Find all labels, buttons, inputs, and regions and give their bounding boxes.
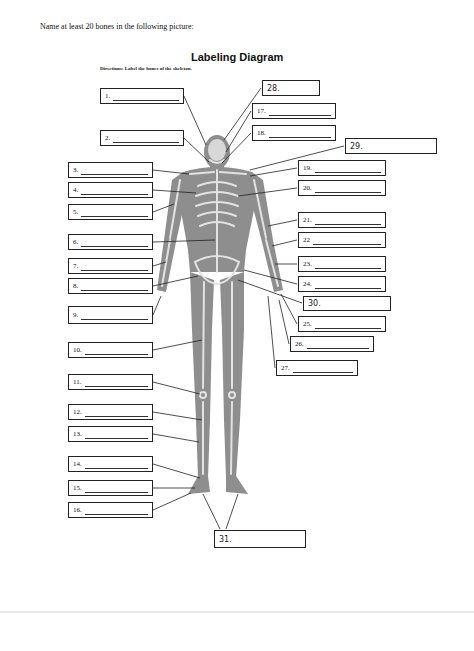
answer-line — [81, 166, 148, 175]
answer-line — [81, 262, 148, 271]
callout-number: 5. — [73, 208, 78, 216]
answer-line — [81, 208, 148, 217]
answer-line — [315, 320, 381, 329]
answer-line — [113, 92, 179, 101]
answer-line — [315, 164, 381, 173]
answer-line — [85, 346, 148, 355]
callout-number: 15. — [73, 484, 82, 492]
answer-box: 25. — [298, 316, 386, 332]
callout-number: 22 — [303, 236, 310, 244]
callout-number: 3. — [73, 166, 78, 174]
answer-box: 14. — [68, 456, 153, 472]
callout-number: 27. — [281, 364, 290, 372]
answer-box: 2. — [100, 130, 184, 146]
callout-number: 1. — [105, 92, 110, 100]
answer-box: 10. — [68, 342, 153, 358]
answer-box: 17. — [252, 103, 336, 119]
answer-box: 31. — [214, 530, 306, 548]
answer-line — [81, 282, 148, 291]
answer-line — [85, 430, 148, 439]
answer-line — [315, 184, 381, 193]
answer-box: 23. — [298, 256, 386, 272]
callout-number: 20. — [303, 184, 312, 192]
answer-box: 6. — [68, 234, 153, 250]
callout-number: 24. — [303, 280, 312, 288]
callout-number: 23. — [303, 260, 312, 268]
callout-number: 19. — [303, 164, 312, 172]
answer-line — [269, 107, 331, 116]
callout-number: 9. — [73, 311, 78, 319]
callout-number: 13. — [73, 430, 82, 438]
callout-number: 29. — [350, 142, 363, 151]
answer-line — [293, 364, 353, 373]
answer-box: 5. — [68, 204, 153, 220]
answer-box: 26. — [290, 336, 374, 352]
answer-box: 8. — [68, 278, 153, 294]
answer-box: 24. — [298, 276, 386, 292]
answer-line — [85, 506, 148, 515]
callout-number: 17. — [257, 107, 266, 115]
answer-line — [85, 460, 148, 469]
directions-text: Directions: Label the bones of the skele… — [100, 66, 192, 71]
answer-line — [81, 186, 148, 195]
callout-number: 26. — [295, 340, 304, 348]
answer-box: 4. — [68, 182, 153, 198]
callout-number: 14. — [73, 460, 82, 468]
answer-box: 3. — [68, 162, 153, 178]
callout-number: 4. — [73, 186, 78, 194]
callout-number: 10. — [73, 346, 82, 354]
answer-line — [85, 408, 148, 417]
answer-line — [113, 134, 179, 143]
callout-number: 7. — [73, 262, 78, 270]
answer-box: 12. — [68, 404, 153, 420]
answer-box: 19. — [298, 160, 386, 176]
answer-box: 30. — [303, 296, 391, 311]
answer-box: 9. — [68, 306, 153, 324]
answer-box: 27. — [276, 360, 358, 376]
answer-box: 13. — [68, 426, 153, 442]
answer-box: 20. — [298, 180, 386, 196]
answer-box: 7. — [68, 258, 153, 274]
callout-number: 2. — [105, 134, 110, 142]
callout-number: 18. — [257, 129, 266, 137]
answer-box: 28. — [262, 80, 320, 96]
answer-line — [315, 280, 381, 289]
answer-box: 15. — [68, 480, 153, 496]
callout-number: 31. — [219, 535, 232, 544]
instruction-text: Name at least 20 bones in the following … — [40, 22, 194, 31]
answer-box: 16. — [68, 502, 153, 518]
answer-line — [269, 129, 331, 138]
answer-line — [85, 378, 149, 387]
answer-line — [307, 340, 369, 349]
answer-box: 21. — [298, 212, 386, 228]
callout-number: 16. — [73, 506, 82, 514]
callout-number: 8. — [73, 282, 78, 290]
callout-number: 30. — [308, 299, 321, 308]
answer-box: 22 — [298, 232, 386, 248]
answer-box: 11. — [68, 374, 153, 390]
diagram-title: Labeling Diagram — [191, 51, 283, 63]
answer-box: 1. — [100, 88, 184, 104]
answer-line — [315, 216, 381, 225]
answer-line — [313, 236, 381, 245]
answer-line — [85, 484, 148, 493]
answer-box: 29. — [345, 138, 437, 154]
callout-number: 28. — [267, 84, 280, 93]
answer-line — [81, 238, 148, 247]
answer-line — [315, 260, 381, 269]
callout-number: 11. — [73, 378, 82, 386]
answer-line — [81, 311, 148, 320]
callout-number: 12. — [73, 408, 82, 416]
answer-box: 18. — [252, 125, 336, 141]
callout-number: 6. — [73, 238, 78, 246]
callout-number: 25. — [303, 320, 312, 328]
callout-number: 21. — [303, 216, 312, 224]
